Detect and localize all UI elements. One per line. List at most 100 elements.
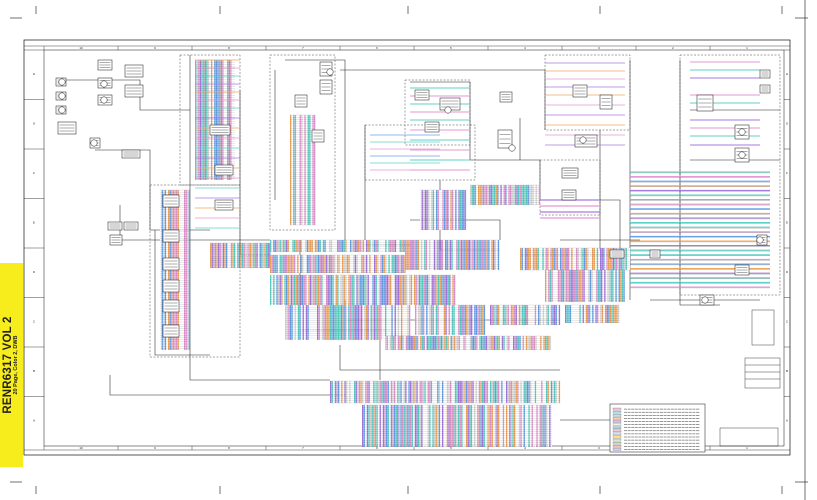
- component-symbol: [311, 129, 325, 143]
- component-symbol: [499, 91, 513, 103]
- sensor-symbol: [701, 296, 709, 304]
- sheet-border: [23, 39, 791, 456]
- harness-bundle: [490, 304, 561, 325]
- sensor-symbol: [579, 136, 587, 144]
- component-symbol: [696, 94, 714, 112]
- legend-swatch: [612, 442, 622, 445]
- component-symbol: [214, 164, 234, 176]
- harness-bundle: [520, 247, 631, 271]
- legend-swatch: [612, 414, 622, 417]
- zone-row-label: A: [33, 418, 35, 422]
- component-symbol: [107, 221, 123, 231]
- component-symbol: [162, 279, 180, 293]
- zone-column-label: 6: [376, 46, 378, 50]
- zone-column-label: 2: [672, 46, 674, 50]
- harness-bundle: [545, 269, 625, 302]
- zone-row-label: G: [786, 121, 789, 125]
- component-symbol: [123, 221, 139, 231]
- harness-bundle: [470, 184, 541, 205]
- harness-bundle: [285, 304, 346, 340]
- zone-column-label: 10: [79, 446, 83, 450]
- harness-bundle: [405, 239, 501, 270]
- zone-column-label: 5: [450, 446, 452, 450]
- zone-row-label: D: [786, 270, 789, 274]
- component-symbol: [162, 299, 180, 313]
- legend-swatch: [612, 438, 622, 442]
- legend-swatch: [612, 445, 622, 448]
- component-symbol: [124, 64, 144, 78]
- legend-block: [609, 403, 706, 453]
- legend-swatch: [612, 429, 622, 433]
- zone-row-label: E: [786, 220, 788, 224]
- component-symbol: [209, 124, 231, 136]
- component-symbol: [121, 149, 141, 159]
- zone-row-label: F: [786, 171, 788, 175]
- legend-swatch: [612, 417, 622, 420]
- zone-column-label: 9: [154, 46, 156, 50]
- zone-column-label: 6: [376, 446, 378, 450]
- sensor-symbol: [444, 106, 452, 114]
- sensor-symbol: [100, 96, 108, 104]
- harness-bundle: [330, 380, 561, 404]
- legend-swatch: [612, 426, 622, 429]
- sensor-symbol: [58, 106, 66, 114]
- legend-swatch: [612, 423, 622, 426]
- zone-row-label: C: [786, 319, 789, 323]
- component-symbol: [734, 264, 750, 276]
- sensor-symbol: [90, 139, 98, 147]
- legend-swatch: [612, 411, 622, 414]
- component-symbol: [599, 94, 613, 110]
- zone-row-label: H: [786, 72, 788, 76]
- component-symbol: [162, 324, 180, 338]
- module-outlines: [149, 54, 781, 358]
- legend-swatch: [612, 432, 622, 436]
- harness-bundle: [210, 242, 271, 268]
- harness-bundle: [565, 304, 621, 323]
- component-symbol: [497, 129, 513, 149]
- zone-row-label: E: [33, 220, 35, 224]
- component-symbol: [162, 229, 180, 243]
- component-symbol: [162, 257, 180, 271]
- harness-bundle: [270, 254, 406, 273]
- sensor-symbol: [738, 151, 746, 159]
- zone-column-label: 9: [154, 446, 156, 450]
- component-symbol: [759, 69, 771, 79]
- component-symbol: [609, 249, 625, 259]
- sensor-symbol: [738, 128, 746, 136]
- zone-row-label: F: [33, 171, 35, 175]
- zone-column-label: 7: [302, 46, 304, 50]
- zone-row-label: B: [33, 369, 35, 373]
- wire-bundles: [160, 59, 770, 447]
- harness-bundle: [420, 189, 467, 230]
- harness-bundle: [270, 239, 406, 252]
- harness-bundle: [290, 114, 316, 226]
- component-symbol: [124, 84, 144, 98]
- component-symbol: [319, 79, 333, 95]
- zone-row-label: D: [33, 270, 36, 274]
- legend-swatch: [612, 420, 622, 423]
- sensor-symbol: [508, 144, 516, 152]
- zone-row-label: C: [33, 319, 36, 323]
- legend-swatch: [612, 407, 622, 411]
- cover-tab: [0, 263, 23, 467]
- component-symbol: [759, 84, 771, 94]
- sensor-symbol: [58, 92, 66, 100]
- zone-row-label: G: [33, 121, 36, 125]
- component-symbol: [109, 234, 123, 246]
- zone-column-label: 8: [228, 446, 230, 450]
- sensor-symbol: [100, 80, 108, 88]
- legend-swatch: [612, 435, 622, 439]
- zone-column-label: 1: [746, 46, 748, 50]
- zone-column-label: 8: [228, 46, 230, 50]
- title-block: [719, 309, 781, 447]
- zone-row-label: A: [786, 418, 788, 422]
- component-symbol: [649, 249, 661, 259]
- crop-marks: [10, 0, 808, 500]
- component-symbol: [162, 194, 180, 208]
- harness-bundle: [415, 304, 486, 335]
- harness-bundle: [385, 335, 552, 350]
- zone-column-label: 3: [598, 46, 600, 50]
- zone-column-label: 3: [598, 446, 600, 450]
- legend-swatch: [612, 448, 622, 451]
